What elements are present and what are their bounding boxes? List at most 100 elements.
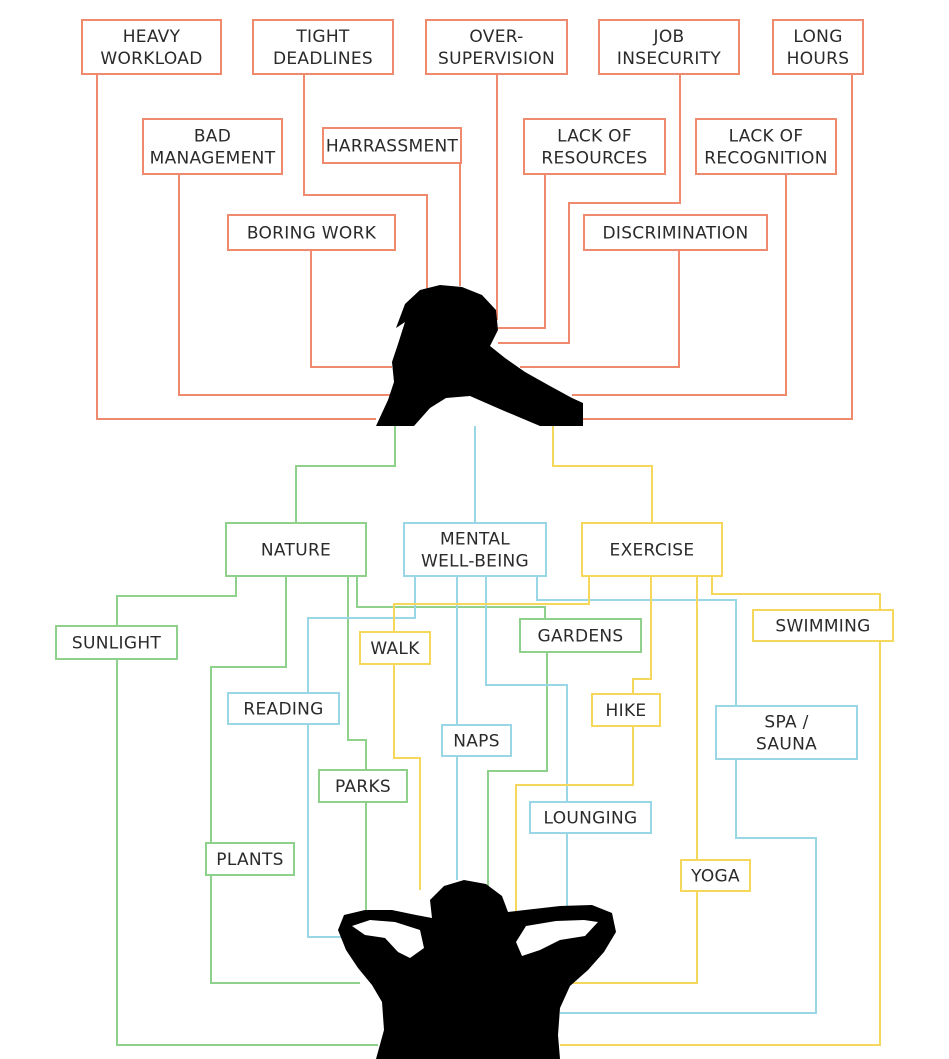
stress-connector-line	[96, 74, 376, 420]
reliever-label-yoga: YOGA	[690, 867, 740, 887]
silhouettes	[338, 285, 616, 1059]
stressor-box-harrassment: HARRASSMENT	[322, 127, 462, 164]
category-label-mental-well-being-line-2: WELL-BEING	[421, 552, 529, 572]
mental-connector-line	[485, 576, 568, 802]
stressor-box-over-supervision: OVER-SUPERVISION	[425, 19, 568, 75]
stressor-label-tight-deadlines-line-1: TIGHT	[295, 27, 350, 47]
stressor-label-heavy-workload-line-1: HEAVY	[123, 27, 181, 47]
stressor-box-border	[523, 118, 666, 175]
reliever-box-naps: NAPS	[441, 724, 512, 757]
relaxed-person-arm-gap-right	[516, 920, 598, 956]
category-label-mental-well-being-line-1: MENTAL	[440, 530, 510, 550]
reliever-box-sunlight: SUNLIGHT	[55, 625, 178, 660]
reliever-box-border	[318, 769, 408, 803]
stressor-label-boring-work: BORING WORK	[247, 224, 377, 244]
category-box-exercise: EXERCISE	[581, 522, 723, 577]
mental-connector-line	[307, 576, 416, 693]
exercise-connector-line	[711, 576, 881, 610]
reliever-box-border	[680, 859, 751, 892]
category-label-nature: NATURE	[261, 541, 331, 561]
reliever-box-yoga: YOGA	[680, 859, 751, 892]
stressor-box-border	[598, 19, 740, 75]
stressor-label-harrassment: HARRASSMENT	[326, 137, 459, 157]
nature-connector-line	[116, 659, 378, 1046]
exercise-connector-line	[560, 891, 698, 984]
nature-connector-line	[487, 652, 548, 890]
reliever-label-sunlight: SUNLIGHT	[72, 634, 161, 654]
stressor-label-lack-of-recognition-line-1: LACK OF	[729, 127, 804, 147]
reliever-box-border	[205, 842, 295, 876]
stressor-box-border	[695, 118, 837, 175]
reliever-box-border	[752, 609, 894, 642]
reliever-box-border	[227, 692, 340, 725]
reliever-box-hike: HIKE	[591, 693, 661, 727]
reliever-box-plants: PLANTS	[205, 842, 295, 876]
reliever-label-naps: NAPS	[453, 732, 500, 752]
reliever-box-border	[519, 618, 642, 653]
stress-connector-line	[583, 74, 853, 420]
category-box-border	[581, 522, 723, 577]
reliever-label-gardens: GARDENS	[537, 627, 623, 647]
stressor-label-bad-management-line-2: MANAGEMENT	[150, 149, 276, 169]
reliever-box-border	[359, 631, 431, 665]
nature-connector-line	[356, 576, 546, 619]
nature-connector-line	[210, 875, 360, 984]
category-box-nature: NATURE	[225, 522, 367, 577]
stressor-box-boring-work: BORING WORK	[227, 214, 396, 251]
relaxed-person-arm-gap-left	[352, 920, 424, 958]
mental-connector-line	[307, 724, 342, 938]
reliever-label-spa-sauna-line-1: SPA /	[764, 713, 808, 733]
reliever-box-parks: PARKS	[318, 769, 408, 803]
category-box-border	[225, 522, 367, 577]
stressor-label-bad-management-line-1: BAD	[194, 127, 231, 147]
reliever-box-border	[529, 801, 652, 834]
stressor-box-border	[583, 214, 768, 251]
stressor-label-lack-of-recognition-line-2: RECOGNITION	[704, 149, 828, 169]
stressed-person-silhouette	[376, 285, 583, 426]
reliever-box-border	[715, 705, 858, 760]
stressor-box-border	[252, 19, 394, 75]
stressor-label-heavy-workload-line-2: WORKLOAD	[100, 49, 202, 69]
stressor-box-discrimination: DISCRIMINATION	[583, 214, 768, 251]
stress-connector-line	[178, 174, 395, 396]
reliever-box-border	[441, 724, 512, 757]
stressor-box-border	[227, 214, 396, 251]
exercise-connector-line	[393, 576, 590, 632]
stressor-box-border	[142, 118, 283, 175]
reliever-label-lounging: LOUNGING	[544, 809, 638, 829]
exercise-connector-line	[515, 726, 634, 915]
mental-connector-line	[560, 759, 817, 1014]
reliever-label-parks: PARKS	[335, 777, 391, 797]
nature-connector-line	[347, 576, 367, 770]
stressor-box-border	[322, 127, 462, 164]
stress-connector-line	[498, 174, 546, 329]
reliever-box-gardens: GARDENS	[519, 618, 642, 653]
exercise-connector-line	[552, 426, 653, 523]
reliever-box-walk: WALK	[359, 631, 431, 665]
reliever-box-border	[55, 625, 178, 660]
reliever-label-spa-sauna-line-2: SAUNA	[756, 735, 817, 755]
category-label-exercise: EXERCISE	[610, 541, 695, 561]
stress-connector-line	[303, 74, 428, 290]
reliever-box-swimming: SWIMMING	[752, 609, 894, 642]
stressor-box-border	[425, 19, 568, 75]
reliever-label-reading: READING	[243, 700, 323, 720]
reliever-box-reading: READING	[227, 692, 340, 725]
stressor-label-discrimination: DISCRIMINATION	[603, 224, 749, 244]
stress-connector-line	[572, 174, 787, 396]
stressor-box-border	[772, 19, 864, 75]
stressor-label-lack-of-resources-line-1: LACK OF	[557, 127, 632, 147]
stressor-label-job-insecurity-line-1: JOB	[653, 27, 685, 47]
stressor-label-over-supervision-line-2: SUPERVISION	[438, 49, 555, 69]
stressor-label-lack-of-resources-line-2: RESOURCES	[541, 149, 647, 169]
stress-connector-line	[520, 250, 680, 368]
reliever-box-lounging: LOUNGING	[529, 801, 652, 834]
